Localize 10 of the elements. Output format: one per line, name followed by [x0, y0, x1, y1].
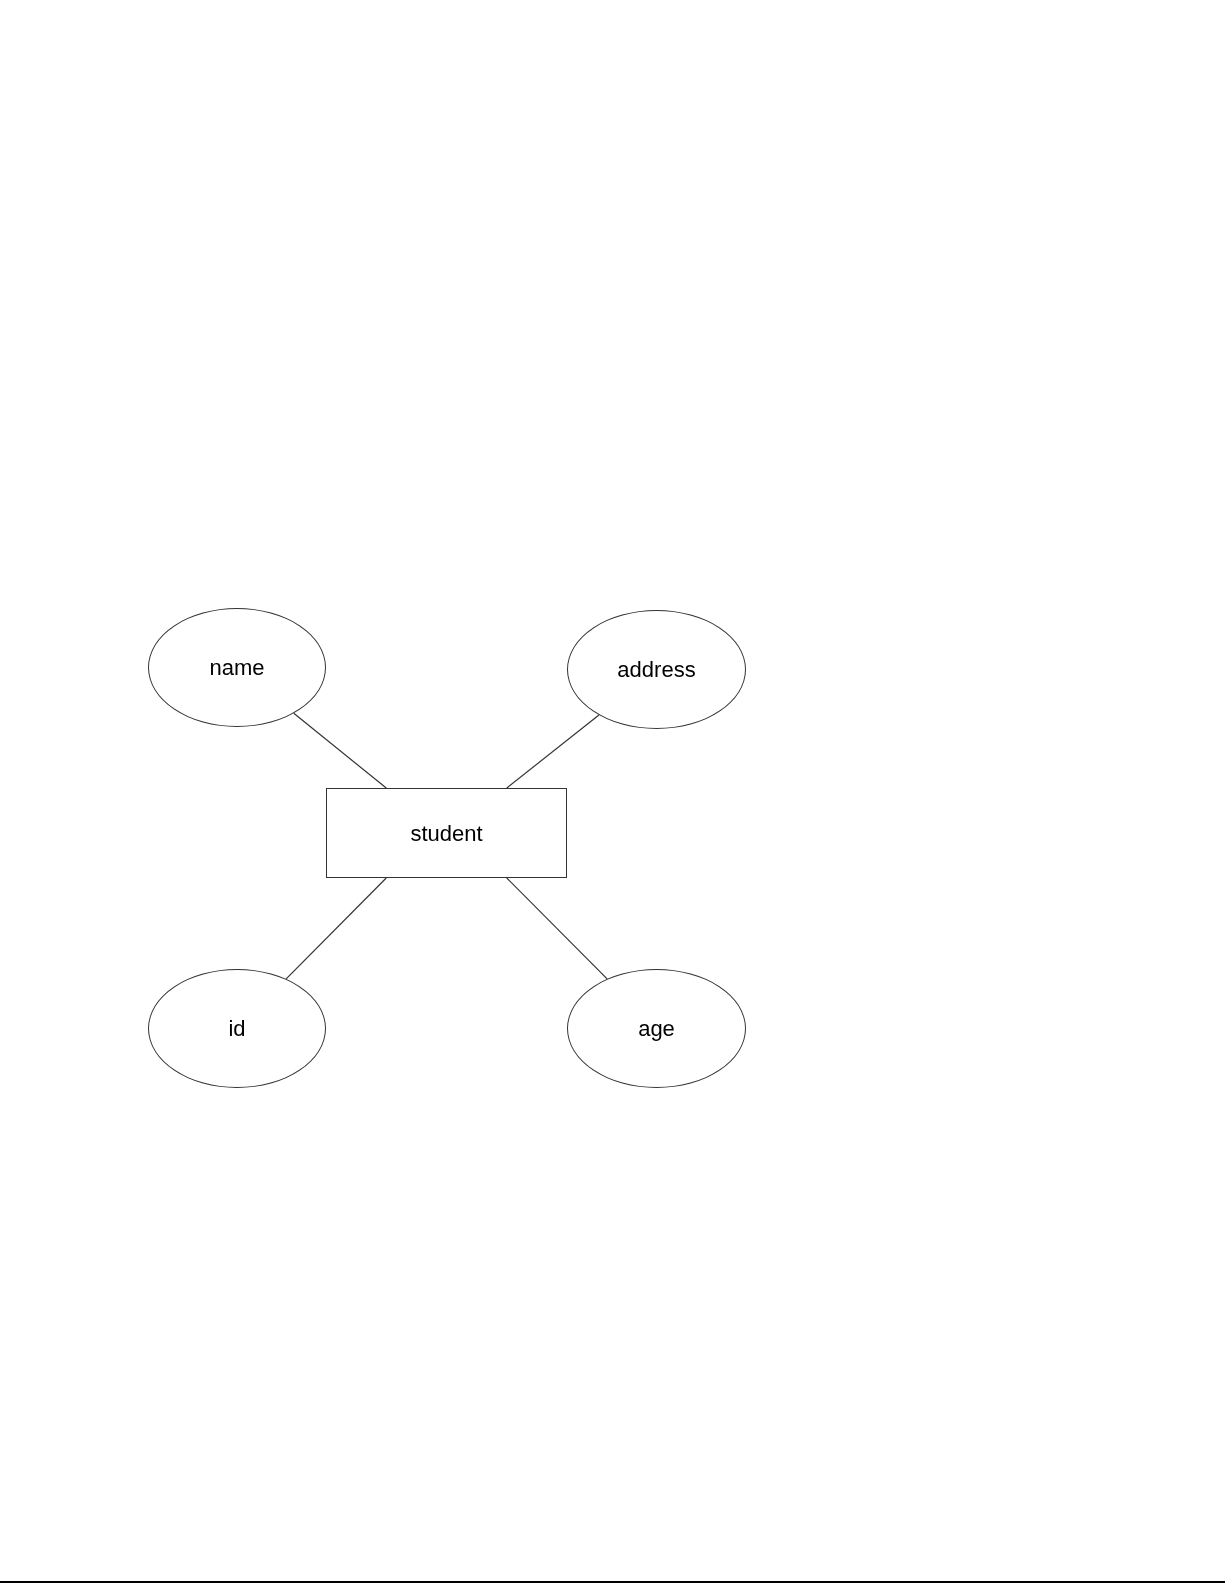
- connector-line: [506, 877, 608, 980]
- entity-rectangle: [326, 788, 567, 878]
- node-label: student: [410, 819, 483, 848]
- node-label: id: [228, 1015, 246, 1043]
- connector-line: [285, 877, 387, 980]
- connector-line: [506, 714, 600, 789]
- node-label: address: [617, 656, 696, 684]
- node-label: age: [638, 1015, 675, 1043]
- connector-line: [293, 712, 387, 789]
- node-label: name: [209, 654, 265, 682]
